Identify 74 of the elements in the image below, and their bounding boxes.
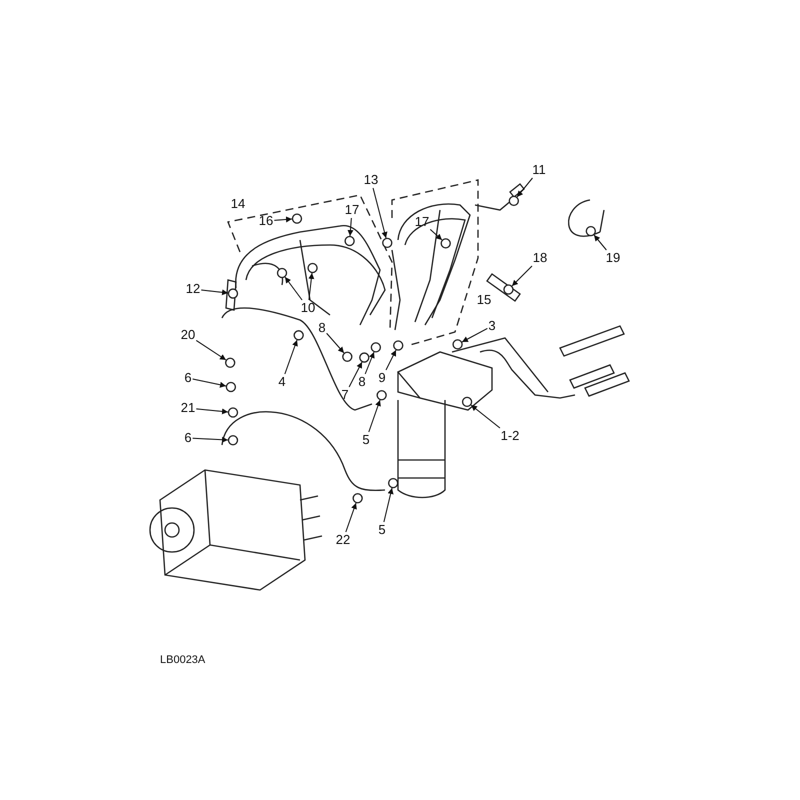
- leader-line: [345, 502, 357, 532]
- callout-number: 16: [258, 214, 274, 228]
- leader-line: [470, 404, 500, 428]
- leader-line: [516, 178, 533, 198]
- drawing-reference: LB0023A: [160, 654, 206, 666]
- fitting-drawing: [228, 288, 238, 299]
- leader-line: [383, 488, 394, 522]
- fitting-drawing: [440, 238, 451, 248]
- leader-line: [284, 340, 298, 374]
- callout-number: 18: [532, 251, 548, 265]
- fitting-drawing: [228, 407, 238, 418]
- fitting-drawing: [292, 213, 302, 224]
- fitting-drawing: [359, 352, 370, 363]
- callout-number: 1-2: [500, 429, 520, 443]
- callout-number: 14: [230, 197, 246, 211]
- fitting-drawing: [462, 396, 472, 408]
- callout-number: 10: [300, 301, 316, 315]
- callout-number: 20: [180, 328, 196, 342]
- leader-line: [192, 378, 226, 388]
- callout-number: 22: [336, 533, 350, 547]
- callout-number: 5: [362, 433, 370, 447]
- leader-line: [284, 276, 303, 300]
- fitting-drawing: [225, 358, 236, 368]
- callout-number: 15: [476, 293, 492, 307]
- leader-line: [192, 436, 228, 443]
- fitting-drawing: [388, 478, 398, 488]
- fitting-drawing: [276, 268, 288, 278]
- leader-line: [368, 400, 381, 432]
- callout-number: 13: [364, 173, 378, 187]
- fitting-drawing: [226, 382, 236, 392]
- fitting-drawing: [376, 390, 387, 400]
- leader-line: [364, 352, 375, 374]
- callout-number: 8: [358, 375, 366, 389]
- leader-line: [372, 188, 388, 238]
- leader-line: [308, 272, 314, 300]
- callout-number: 11: [532, 163, 546, 177]
- leader-line: [200, 289, 228, 296]
- callout-number: 17: [414, 215, 430, 229]
- leader-line: [348, 362, 362, 388]
- leader-line: [274, 216, 292, 222]
- fitting-drawing: [344, 236, 355, 246]
- leader-line: [347, 218, 354, 236]
- fitting-drawing: [503, 284, 514, 295]
- callout-number: 3: [488, 319, 496, 333]
- leader-line: [462, 328, 488, 342]
- fitting-drawing: [294, 330, 304, 340]
- leader-line: [430, 228, 442, 240]
- fitting-drawing: [586, 226, 596, 236]
- callout-number: 12: [186, 282, 200, 296]
- leader-line: [196, 408, 228, 414]
- callout-number: 6: [184, 371, 192, 385]
- fitting-drawing: [342, 352, 352, 362]
- fitting-drawing: [382, 238, 392, 248]
- callout-number: 7: [341, 388, 349, 402]
- callout-number: 21: [180, 401, 196, 415]
- callout-number: 19: [606, 251, 620, 265]
- fitting-drawing: [370, 342, 381, 352]
- fitting-drawing: [393, 340, 404, 351]
- fitting-drawing: [508, 196, 519, 206]
- leader-line: [386, 350, 396, 370]
- fitting-drawing: [228, 435, 238, 446]
- leader-line: [326, 332, 344, 354]
- fitting-drawing: [352, 493, 363, 504]
- callout-number: 8: [318, 321, 326, 335]
- leader-line: [594, 234, 607, 250]
- fitting-drawing: [452, 339, 463, 350]
- leader-line: [196, 340, 226, 360]
- callout-number: 5: [378, 523, 386, 537]
- leader-line: [512, 266, 532, 286]
- callout-number: 17: [344, 203, 360, 217]
- fitting-drawing: [307, 262, 318, 274]
- callout-number: 9: [378, 371, 386, 385]
- callout-number: 4: [278, 375, 286, 389]
- callout-number: 6: [184, 431, 192, 445]
